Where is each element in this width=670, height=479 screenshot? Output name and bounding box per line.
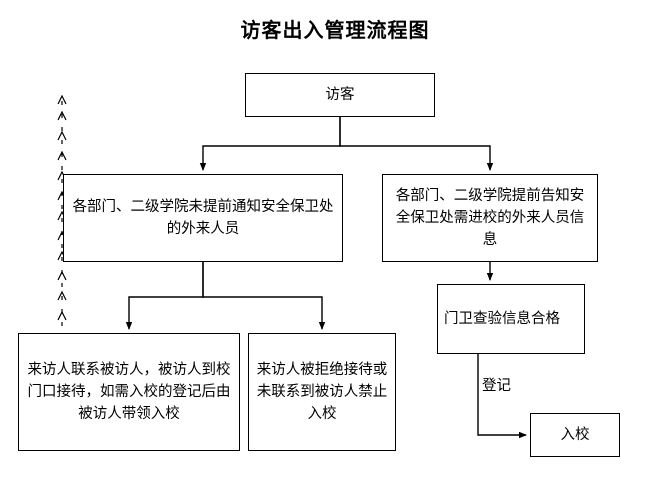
edge-no-notice-to-refused [202,262,326,330]
edge-label-register: 登记 [482,378,511,394]
node-visitor-contacts-host[interactable]: 来访人联系被访人，被访人到校门口接待，如需入校的登记后由被访人带领入校 [18,333,240,451]
node-visitor-refused[interactable]: 来访人被拒绝接待或未联系到被访人禁止入校 [248,333,396,451]
node-visitor-contacts-host-label: 来访人联系被访人，被访人到校门口接待，如需入校的登记后由被访人带领入校 [27,362,231,422]
node-visitor[interactable]: 访客 [245,73,435,117]
page-title: 访客出入管理流程图 [240,18,430,42]
node-departments-pre-notice-label: 各部门、二级学院提前告知安全保卫处需进校的外来人员信息 [395,188,585,248]
edge-visitor-to-no-notice [199,117,341,171]
node-visitor-refused-label: 来访人被拒绝接待或未联系到被访人禁止入校 [256,362,388,422]
edge-visitor-to-pre-notice [339,117,494,171]
node-enter-campus-label: 入校 [560,427,590,443]
node-departments-no-notice[interactable]: 各部门、二级学院未提前通知安全保卫处的外来人员 [63,174,343,262]
node-guard-verify-label: 门卫查验信息合格 [444,311,560,327]
node-departments-no-notice-label: 各部门、二级学院未提前通知安全保卫处的外来人员 [72,199,334,237]
node-visitor-label: 访客 [325,87,355,103]
node-enter-campus[interactable]: 入校 [530,413,620,457]
node-departments-pre-notice[interactable]: 各部门、二级学院提前告知安全保卫处需进校的外来人员信息 [382,174,598,262]
edge-no-notice-to-contact-host [125,262,204,330]
node-guard-verify[interactable]: 门卫查验信息合格 [437,284,585,354]
